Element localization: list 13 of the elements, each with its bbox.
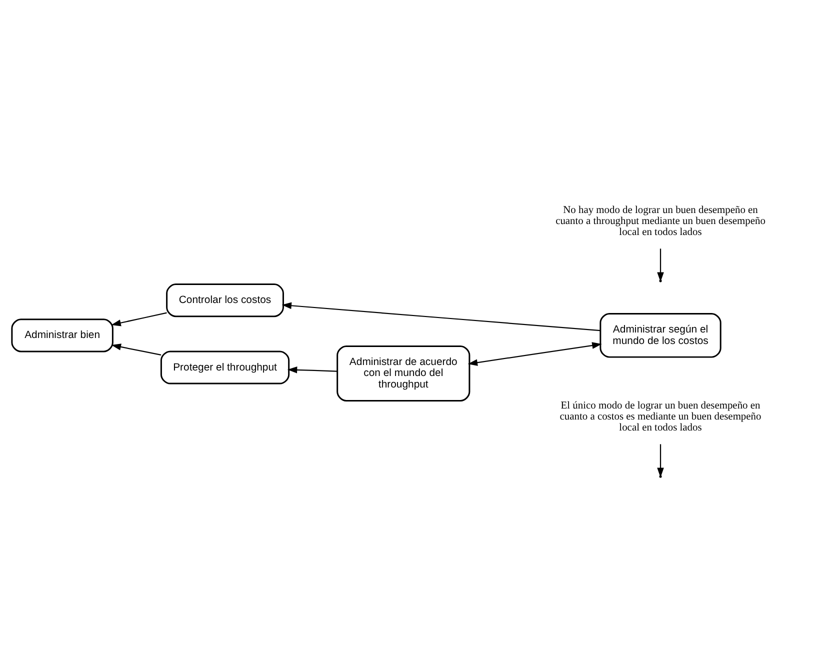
node-text: El único modo de lograr un buen desempeño en cuanto a costos es mediante un buen desempeño local en todos lados [560, 400, 762, 434]
arrow [287, 366, 338, 374]
arrow [657, 248, 664, 282]
arrow [468, 342, 602, 366]
arrow [111, 312, 167, 326]
node-box: Controlar los costos [166, 284, 284, 318]
node-box: Administrar bien [11, 318, 114, 352]
node-box: Administrar según el mundo de los costos [600, 313, 722, 358]
node-text: No hay modo de lograr un buen desempeño en cuanto a throughput mediante un buen desempeño local en todos lados [556, 204, 766, 238]
arrow [282, 302, 600, 332]
node-box: Proteger el throughput [160, 350, 290, 384]
node-box: Administrar de acuerdo con el mundo del throughput [336, 346, 470, 402]
arrow [111, 344, 162, 356]
